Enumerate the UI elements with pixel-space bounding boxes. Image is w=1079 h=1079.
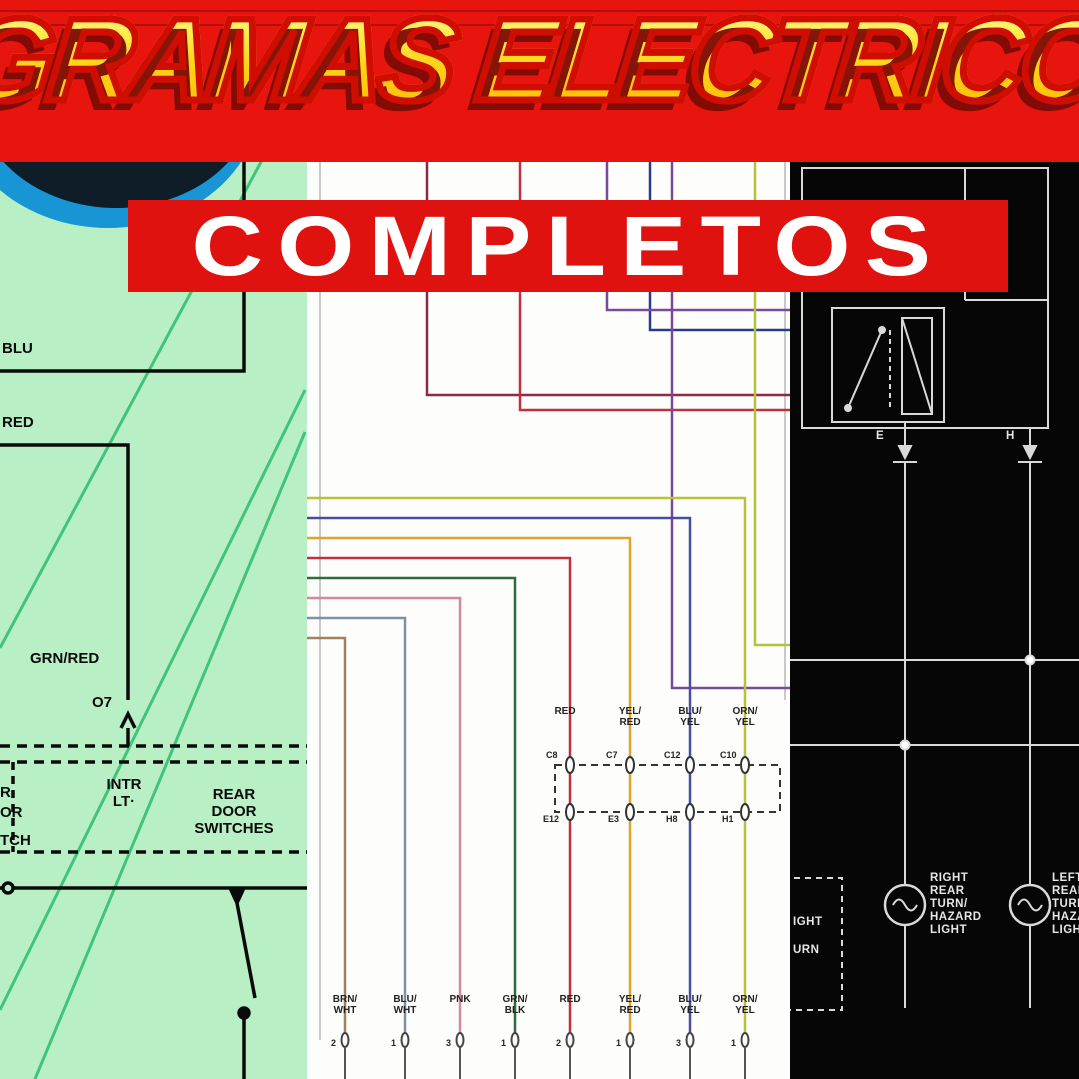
cropped-label: TCH [0,832,31,849]
pin-number: 2 [331,1038,337,1048]
wire-label: YEL/ RED [618,994,642,1017]
rear-door-switches-label: REAR DOOR SWITCHES [194,786,274,838]
wire-label-blu: BLU [2,340,33,357]
banner-accent-line [0,24,1079,26]
connector-pin-label: H8 [666,814,678,824]
bottom-stubs [344,1047,746,1079]
green-diagonal-wires [0,159,307,1079]
wire-label: RED [559,994,581,1005]
cropped-label: URN [793,944,820,956]
wire-label-red: RED [2,414,34,431]
cropped-label: IGHT [793,916,823,928]
right-wiring-svg [790,167,1079,1011]
cropped-label: R [0,784,11,801]
lamp-circuit [790,422,1079,1011]
pin-number: 3 [446,1038,452,1048]
wire-label: BLU/ YEL [678,994,702,1017]
mid-connector [554,756,781,821]
intr-lt-label: INTR LT· [106,776,142,811]
connector-pin-label: C8 [546,750,558,760]
subtitle-strip: COMPLETOS [128,198,1008,293]
right-rear-lamp-label: RIGHT REAR TURN/ HAZARD LIGHT [930,872,982,937]
subtitle-text: COMPLETOS [191,198,945,293]
top-banner: DIAGRAMAS ELECTRICOS [0,0,1079,162]
pin-number: 2 [556,1038,562,1048]
pin-number: 1 [616,1038,622,1048]
terminal-e-label: E [876,430,885,442]
wire-label: YEL/ RED [618,706,642,729]
wire-label: PNK [449,994,471,1005]
connector-pin-label: C10 [720,750,737,760]
connector-pin-label: C12 [664,750,681,760]
wire-label: BLU/ WHT [393,994,417,1017]
connector-pin-label: C7 [606,750,618,760]
left-rear-lamp-label: LEFT REAR TURN/ HAZARD LIGHT [1052,872,1079,937]
pin-number: 1 [391,1038,397,1048]
bottom-pins [340,1032,750,1048]
banner-title: DIAGRAMAS ELECTRICOS [0,0,1079,130]
connector-label-o7: O7 [92,694,113,711]
wire-label: ORN/ YEL [732,706,758,729]
wire-label: ORN/ YEL [732,994,758,1017]
connector-pin-label: E12 [543,814,560,824]
terminal-h-label: H [1006,430,1015,442]
pin-number: 1 [731,1038,737,1048]
middle-schematic-panel: RED YEL/ RED BLU/ YEL ORN/ YEL C8 C7 C12… [307,0,790,1079]
wire-label: BLU/ YEL [678,706,702,729]
wire-label: GRN/ BLK [502,994,528,1017]
cropped-label: OR [0,804,23,821]
wire-label: BRN/ WHT [332,994,358,1017]
middle-wiring-svg [307,160,790,1079]
pin-number: 1 [501,1038,507,1048]
right-schematic-panel: E H RIGHT REAR TURN/ HAZARD LIGHT LEFT R… [790,0,1079,1079]
connector-pin-label: E3 [608,814,620,824]
wire-label-grn-red: GRN/RED [30,650,100,667]
pin-number: 3 [676,1038,682,1048]
banner-accent-line [0,10,1079,12]
connector-pin-label: H1 [722,814,734,824]
wire-label: RED [554,706,576,717]
